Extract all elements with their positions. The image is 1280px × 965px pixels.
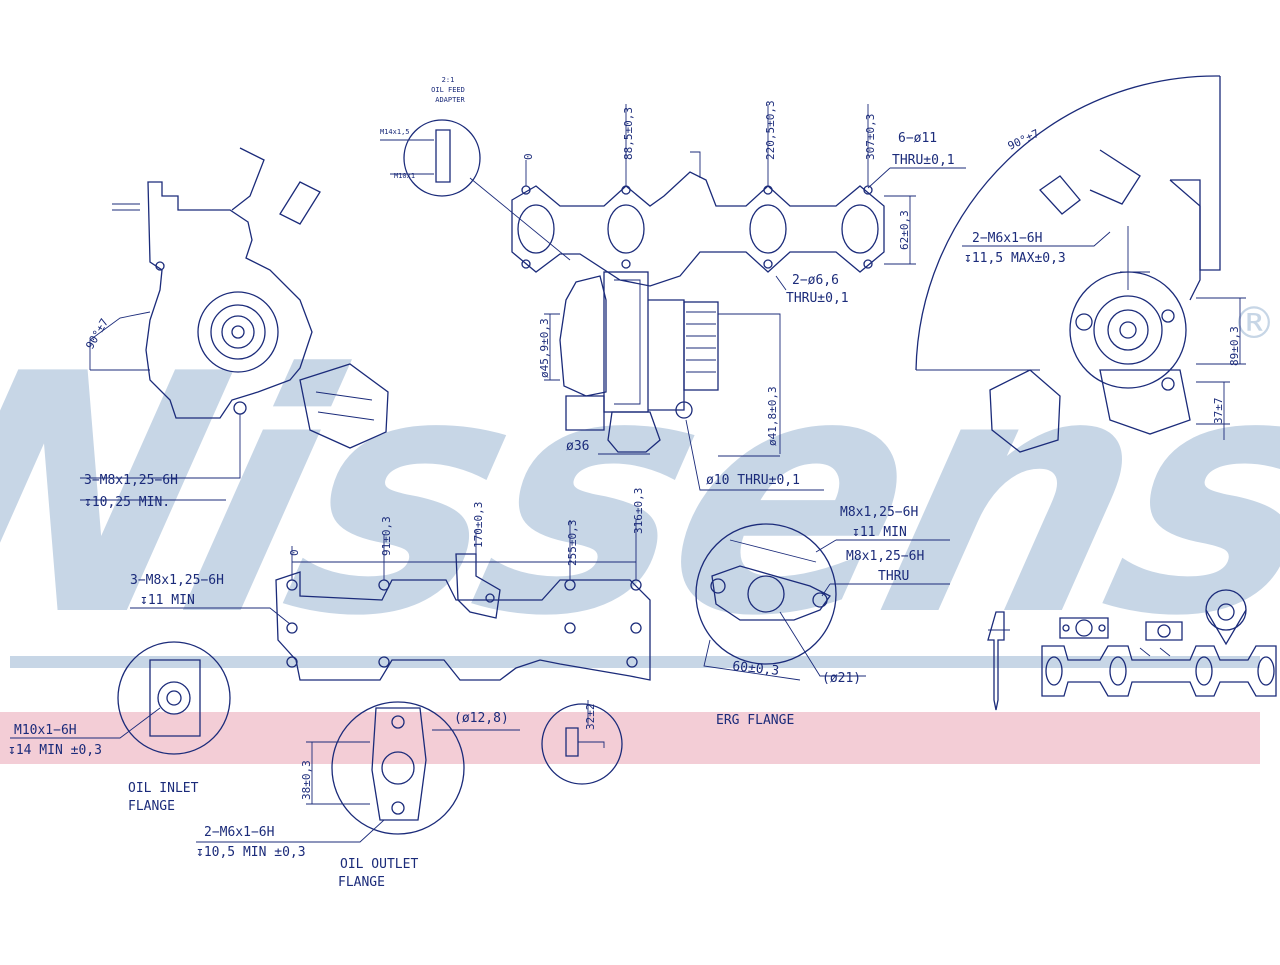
gasket-set [987,589,1277,711]
watermark-band-pink [0,712,1260,764]
holes-2-label-1: 2−ø6,6 [792,273,839,288]
dim-0: 0 [522,153,535,160]
flange-dim-0: 0 [288,549,301,556]
oil-feed-adapter-3: ADAPTER [435,96,465,104]
watermark-registered-mark: ® [1232,298,1276,349]
tl-thread-note-1: 3−M8x1,25−6H [84,473,178,488]
flange-dim-255: 255±0,3 [566,520,579,566]
flange-dim-170: 170±0,3 [472,502,485,548]
egr-thread-a-1: M8x1,25−6H [840,505,918,520]
tr-angle-label: 90°±7 [1006,127,1042,153]
oil-inlet-caption-1: OIL INLET [128,781,199,796]
oil-inlet-thread-1: M10x1−6H [14,723,77,738]
small-detail-view: 32±2 [541,700,623,785]
oil-inlet-caption-2: FLANGE [128,799,175,814]
oil-inlet-thread-2: ↧14 MIN ±0,3 [8,743,102,758]
egr-thread-b-2: THRU [878,569,909,584]
oil-feed-adapter-2: OIL FEED [431,86,465,94]
small-detail-circle [541,703,623,785]
dim-89: 89±0,3 [1228,326,1241,366]
oil-inlet-detail-circle [117,641,231,755]
egr-dim-21: (ø21) [822,671,861,686]
dim-41: ø41,8±0,3 [766,386,779,446]
oil-outlet-dim-38: 38±0,3 [300,760,313,800]
oil-outlet-caption-1: OIL OUTLET [340,857,418,872]
egr-thread-a-2: ↧11 MIN [852,525,907,540]
oil-outlet-view: (ø12,8) 38±0,3 2−M6x1−6H ↧10,5 MIN ±0,3 … [196,701,520,890]
flange-dim-316: 316±0,3 [632,488,645,534]
oil-outlet-thread-2: ↧10,5 MIN ±0,3 [196,845,306,860]
dim-37: 37±7 [1212,398,1225,425]
oil-outlet-thread-1: 2−M6x1−6H [204,825,274,840]
oil-feed-detail-circle [403,119,481,197]
top-right-view: 90°±7 2−M6x1−6H ↧11,5 MAX±0,3 89±0,3 37±… [915,75,1246,453]
dim-307: 307±0,3 [864,114,877,160]
egr-caption: ERG FLANGE [716,713,794,728]
dim-88: 88,5±0,3 [622,107,635,160]
tr-thread-note-2: ↧11,5 MAX±0,3 [964,251,1066,266]
dim-36: ø36 [566,439,589,454]
holes-2-label-2: THRU±0,1 [786,291,849,306]
small-detail-dim: 32±2 [584,704,597,731]
oil-inlet-view: M10x1−6H ↧14 MIN ±0,3 OIL INLET FLANGE [8,641,231,814]
oil-feed-adapter-1: 2:1 [442,76,455,84]
flange-thread-note-2: ↧11 MIN [140,593,195,608]
egr-thread-b-1: M8x1,25−6H [846,549,924,564]
flange-thread-note-1: 3−M8x1,25−6H [130,573,224,588]
flange-dim-91: 91±0,3 [380,516,393,556]
dim-220: 220,5±0,3 [764,100,777,160]
dim-62: 62±0,3 [898,210,911,250]
fitting-dim-1: M14x1,5 [380,128,410,136]
oil-outlet-dim-12: (ø12,8) [454,711,509,726]
tl-thread-note-2: ↧10,25 MIN. [84,495,170,510]
egr-dim-60: 60±0,3 [732,659,780,679]
holes-6-label-2: THRU±0,1 [892,153,955,168]
oil-outlet-caption-2: FLANGE [338,875,385,890]
tr-thread-note-1: 2−M6x1−6H [972,231,1042,246]
holes-6-label-1: 6−ø11 [898,131,937,146]
top-center-view: 2:1 OIL FEED ADAPTER M14x1,5 M10x1 0 88,… [380,76,966,491]
watermark-band-blue [10,656,1260,668]
fitting-dim-2: M10x1 [394,172,415,180]
dim-45: ø45,9±0,3 [538,318,551,378]
egr-flange-view: M8x1,25−6H ↧11 MIN M8x1,25−6H THRU 60±0,… [695,505,950,728]
flange-view: 0 91±0,3 170±0,3 255±0,3 316±0,3 3−M8x1,… [130,488,651,681]
oil-outlet-detail-circle [331,701,465,835]
hole-10-label: ø10 THRU±0,1 [706,473,800,488]
